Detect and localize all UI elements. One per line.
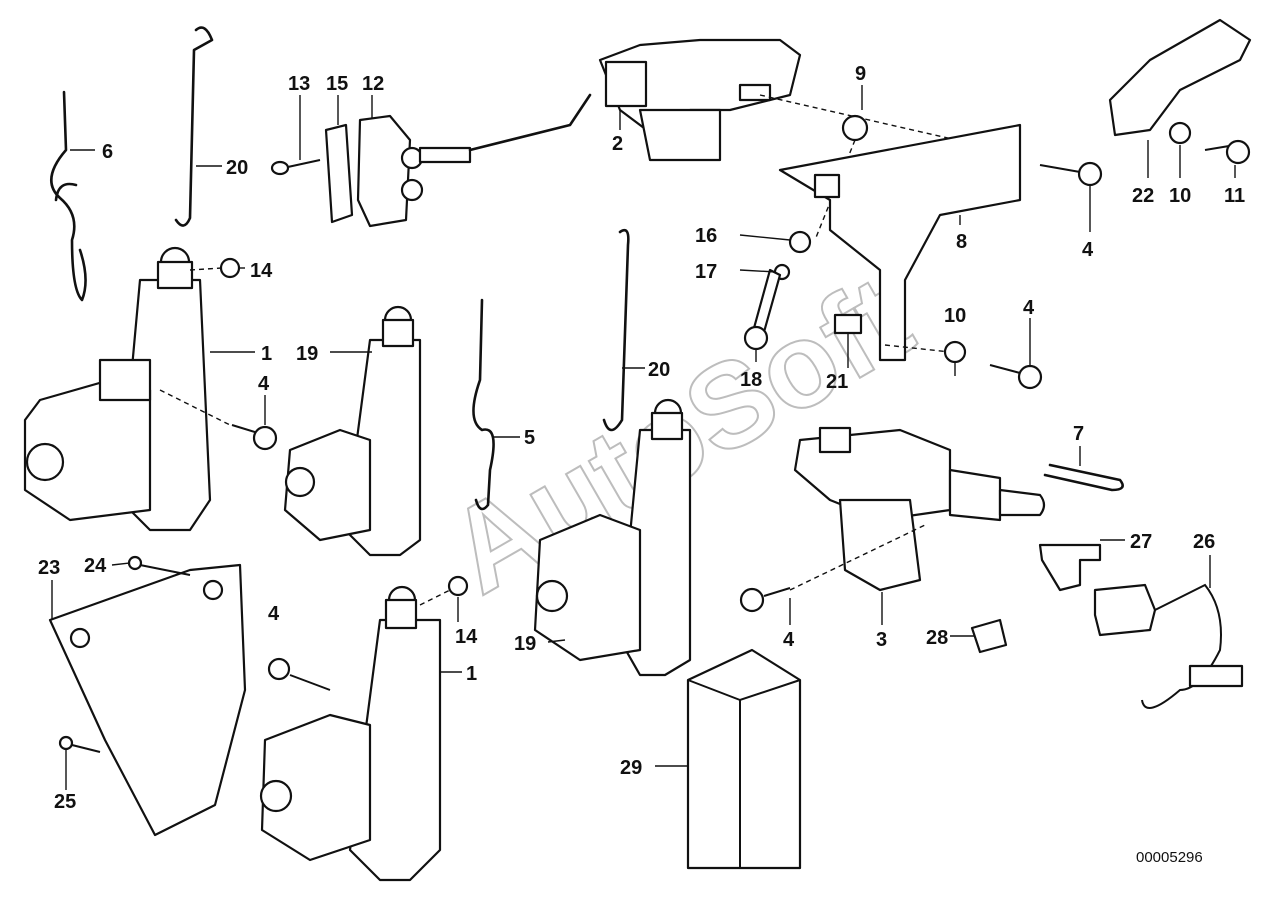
dash-line-21 [884, 344, 951, 353]
callout-9: 9 [855, 63, 866, 85]
part-3-actuator [793, 426, 1046, 592]
callout-28: 28 [926, 627, 948, 649]
callout-12: 12 [362, 73, 384, 95]
callout-24: 24 [84, 555, 107, 577]
callout-19: 19 [296, 343, 318, 365]
callout-13: 13 [288, 73, 310, 95]
part-4-screw-mid-right [989, 364, 1043, 390]
callout-19-center: 19 [514, 633, 536, 655]
part-24-spring [127, 555, 191, 576]
callout-4-right: 4 [783, 629, 795, 651]
part-1-actuator-top [23, 246, 212, 532]
callout-6: 6 [102, 141, 113, 163]
part-9-clip [841, 114, 869, 142]
callout-3: 3 [876, 629, 887, 651]
part-16-washer [788, 230, 812, 254]
part-1-actuator-bottom [259, 585, 442, 882]
callout-23: 23 [38, 557, 60, 579]
callout-14-bottom: 14 [455, 626, 478, 648]
callout-29: 29 [620, 757, 642, 779]
callout-7: 7 [1073, 423, 1084, 445]
callout-16: 16 [695, 225, 717, 247]
callout-5: 5 [524, 427, 535, 449]
callout-10: 10 [1169, 185, 1191, 207]
drawing-code: 00005296 [1136, 849, 1203, 866]
part-14-clip-top [219, 257, 241, 279]
part-20-rod-mid [602, 228, 630, 432]
part-20-rod-top [174, 26, 214, 227]
part-28-clip [970, 618, 1008, 654]
part-2-actuator [598, 38, 802, 162]
part-14-clip-bottom [447, 575, 469, 597]
leader-lines [51, 85, 1236, 790]
part-10-washer-mid [943, 340, 967, 364]
callout-1: 1 [261, 343, 272, 365]
callout-22: 22 [1132, 185, 1154, 207]
callout-8: 8 [956, 231, 967, 253]
part-19-actuator-center [533, 398, 692, 677]
part-12-lock-cylinder [356, 114, 472, 228]
callout-27: 27 [1130, 531, 1152, 553]
part-4-screw-top [1039, 161, 1103, 187]
callout-11: 11 [1224, 185, 1245, 207]
callout-1-bottom: 1 [466, 663, 477, 685]
part-4-screw-bottom [267, 657, 331, 691]
callout-labels: 6 20 13 15 12 2 9 22 10 11 4 8 16 17 14 … [38, 63, 1245, 813]
part-8-bracket [778, 123, 1022, 362]
dash-line-1-4 [159, 389, 231, 426]
part-13-screw [270, 159, 321, 176]
callout-10-mid: 10 [944, 305, 966, 327]
part-10-washer-top [1168, 121, 1192, 145]
part-29-relay-box [686, 648, 802, 870]
callout-20-mid: 20 [648, 359, 670, 381]
dash-line-3-4 [789, 524, 926, 591]
part-7-clip [1043, 463, 1124, 492]
part-19-actuator-top [283, 305, 422, 557]
part-4-screw-right [739, 587, 791, 613]
part-4-screw-left [231, 424, 278, 451]
connecting-rod [468, 93, 592, 152]
callout-26: 26 [1193, 531, 1215, 553]
callout-2: 2 [612, 133, 623, 155]
part-18-bolt [743, 268, 782, 351]
callout-20: 20 [226, 157, 248, 179]
part-26-switch [1093, 583, 1244, 709]
callout-17: 17 [695, 261, 717, 283]
callout-15: 15 [326, 73, 348, 95]
callout-4-mid: 4 [1023, 297, 1035, 319]
callout-18: 18 [740, 369, 762, 391]
callout-4-left: 4 [258, 373, 270, 395]
dash-line-14a [189, 267, 223, 271]
part-27-bracket [1038, 543, 1102, 592]
part-11-bolt [1204, 139, 1251, 165]
part-23-cover [48, 563, 247, 837]
callout-4: 4 [1082, 239, 1094, 261]
callout-14: 14 [250, 260, 273, 282]
callout-25: 25 [54, 791, 76, 813]
part-15-gasket [324, 123, 354, 224]
dash-line-14b [419, 589, 451, 606]
callout-21: 21 [826, 371, 848, 393]
part-21-clip [833, 313, 863, 335]
callout-4-bottom: 4 [268, 603, 280, 625]
part-22-bracket [1108, 18, 1252, 137]
part-6-rod [50, 90, 87, 302]
